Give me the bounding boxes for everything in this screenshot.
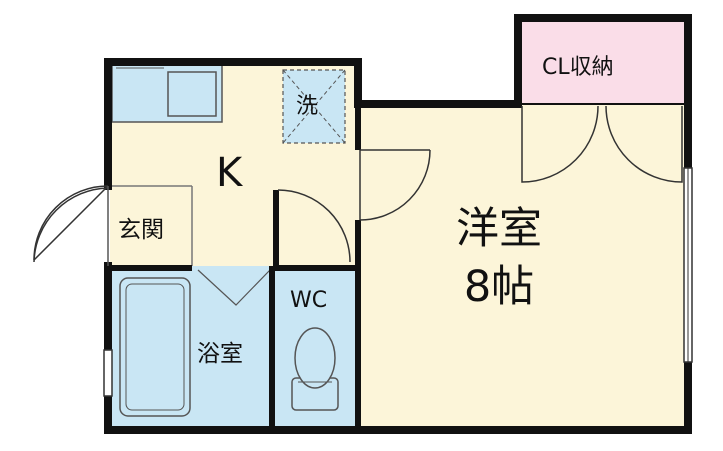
closet-label: CL収納 xyxy=(542,55,614,80)
kitchen-sink xyxy=(167,71,217,117)
bathroom-label: 浴室 xyxy=(197,341,243,367)
washer-label: 洗 xyxy=(296,94,319,119)
entrance-floor xyxy=(110,186,192,266)
wc-label: WC xyxy=(290,288,328,313)
closet-door xyxy=(521,105,683,183)
wc-door xyxy=(277,189,351,263)
entrance-label: 玄関 xyxy=(118,217,164,243)
bathtub xyxy=(119,277,191,417)
kitchen-label: K xyxy=(216,150,243,196)
bath-window xyxy=(103,349,113,397)
western-room-label: 洋室 xyxy=(456,204,542,254)
room-door xyxy=(359,149,431,221)
western-room-floor xyxy=(358,104,688,428)
walls xyxy=(104,14,692,434)
closet-floor xyxy=(520,20,686,104)
western-room-label-group: 洋室 8帖 xyxy=(456,200,542,316)
toilet-bowl xyxy=(294,327,336,389)
western-room-size: 8帖 xyxy=(463,262,535,312)
